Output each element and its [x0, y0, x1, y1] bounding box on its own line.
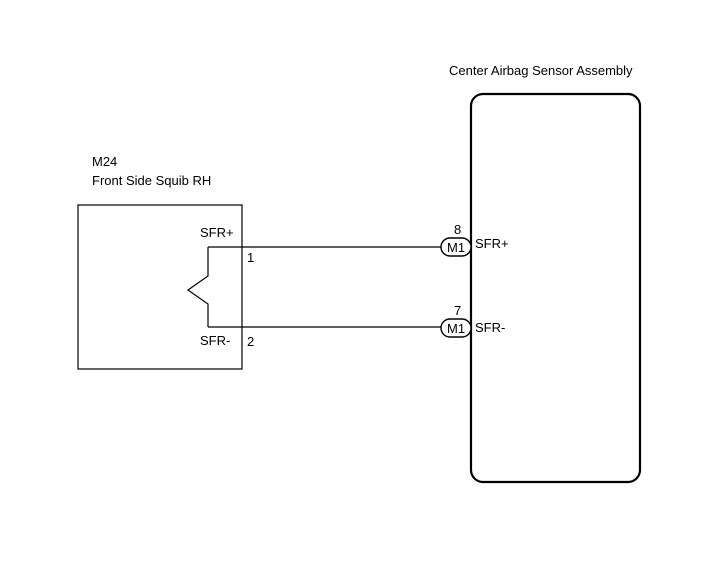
squib-element-icon [186, 247, 209, 327]
squib-pin-sfr-plus-label: SFR+ [200, 225, 234, 240]
sensor-pin-7-number: 7 [454, 303, 461, 318]
airbag-sensor-box [469, 92, 642, 484]
squib-pin-1-number: 1 [247, 250, 254, 265]
airbag-sensor-component: Center Airbag Sensor Assembly 8 M1 SFR+ … [440, 63, 642, 484]
squib-box [77, 204, 243, 370]
connector-m1-label: M1 [447, 321, 465, 336]
airbag-sensor-name: Center Airbag Sensor Assembly [449, 63, 633, 78]
squib-connector-code: M24 [92, 154, 117, 169]
squib-component: M24 Front Side Squib RH SFR+ 1 SFR- 2 [77, 154, 254, 370]
sensor-pin-sfr-minus-label: SFR- [475, 320, 505, 335]
squib-pin-2-number: 2 [247, 334, 254, 349]
connector-m1-label: M1 [447, 240, 465, 255]
squib-component-name: Front Side Squib RH [92, 173, 211, 188]
connector-m1-icon [440, 318, 472, 338]
squib-pin-sfr-minus-label: SFR- [200, 333, 230, 348]
sensor-pin-8-number: 8 [454, 222, 461, 237]
sensor-pin-sfr-plus-label: SFR+ [475, 236, 509, 251]
connector-m1-icon [440, 237, 472, 257]
